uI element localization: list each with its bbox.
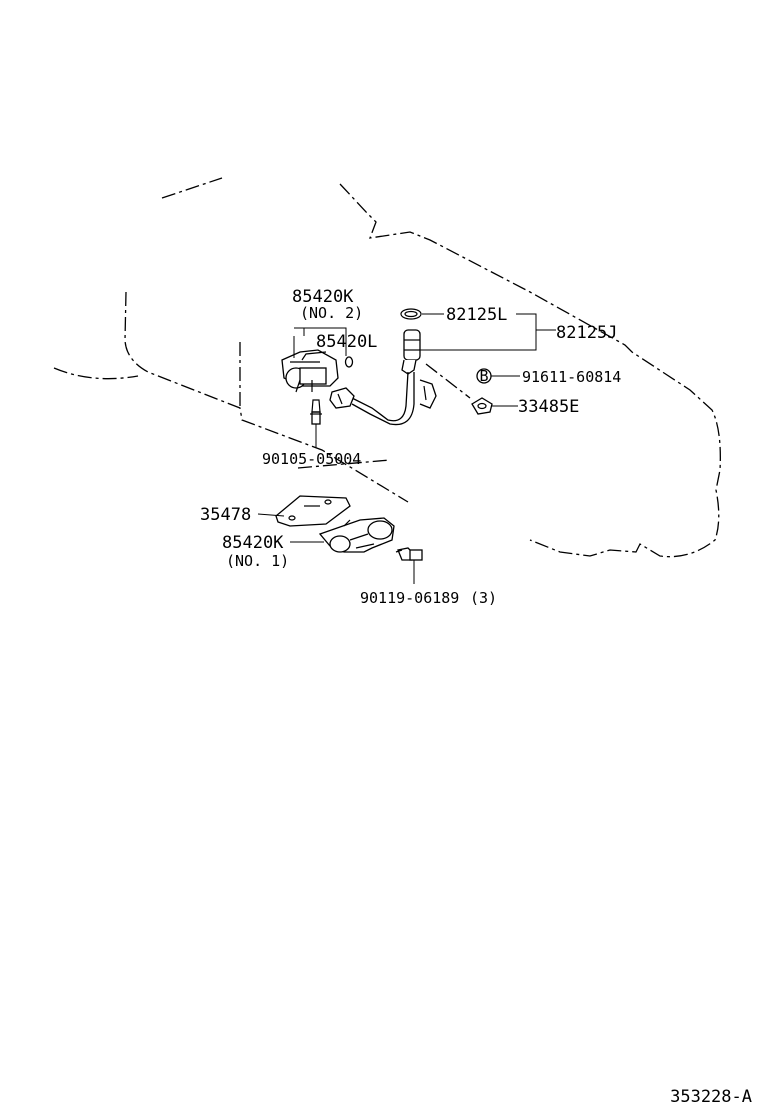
wire-harness-part <box>329 329 437 426</box>
label-33485e: 33485E <box>518 397 579 417</box>
sensor-no1-part <box>318 517 395 553</box>
sensor-no2-part <box>281 349 339 393</box>
label-35478: 35478 <box>200 505 251 525</box>
bolt-lower-part <box>395 547 423 561</box>
label-no2-note: (NO. 2) <box>300 304 363 322</box>
label-no1-note: (NO. 1) <box>226 552 289 570</box>
o-ring-part <box>400 308 422 320</box>
sensor-plug-part <box>344 356 354 368</box>
label-85420l: 85420L <box>316 332 377 352</box>
label-82125j: 82125J <box>556 323 617 343</box>
label-85420k-no1: 85420K <box>222 533 284 553</box>
label-90105-05004: 90105-05004 <box>262 450 361 468</box>
bracket-part <box>275 495 351 527</box>
drawing-number: 353228-A <box>670 1087 752 1107</box>
label-90119-qty: (3) <box>470 589 497 607</box>
label-90119-06189: 90119-06189 <box>360 589 459 607</box>
housing-outline <box>53 177 721 558</box>
clamp-part <box>471 397 493 415</box>
bolt-upper-part <box>310 399 322 425</box>
leader-lines <box>257 313 556 584</box>
part-labels: 85420K (NO. 2) 85420L 82125L 82125J 9161… <box>200 287 621 607</box>
label-91611-60814: 91611-60814 <box>522 368 621 386</box>
label-82125l: 82125L <box>446 305 507 325</box>
label-85420k-no2: 85420K <box>292 287 354 307</box>
clip-b-part: B <box>476 367 492 385</box>
clip-b-symbol: B <box>479 367 488 385</box>
